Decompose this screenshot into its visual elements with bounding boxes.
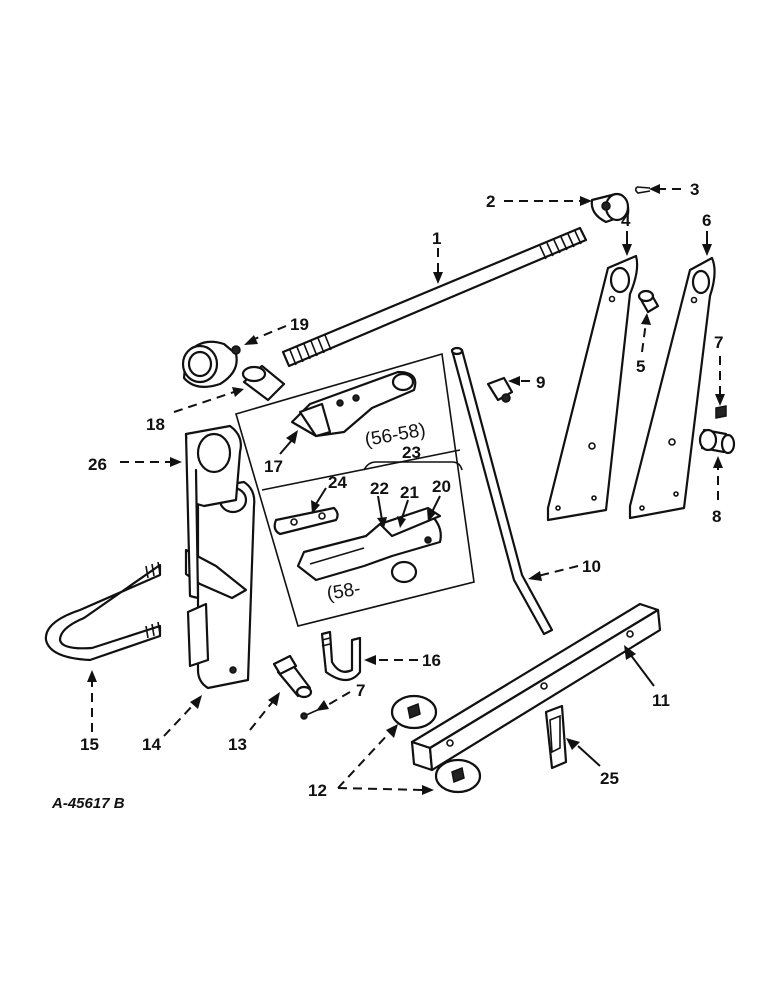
callout-21: 21 [400, 483, 419, 502]
part-19-bushing [181, 340, 241, 389]
callout-4: 4 [621, 211, 631, 230]
callout-24: 24 [328, 473, 347, 492]
part-12-washers [390, 694, 482, 794]
part-20-22-latch [296, 506, 442, 584]
callouts: 1 2 3 4 5 6 7 7 8 9 10 11 12 13 14 15 16… [80, 180, 723, 800]
callout-12: 12 [308, 781, 327, 800]
callout-7-left: 7 [356, 681, 365, 700]
callout-8: 8 [712, 507, 721, 526]
callout-20: 20 [432, 477, 451, 496]
part-2-collar-nut [590, 192, 630, 224]
part-13-bolt [272, 654, 313, 699]
part-16-small-u-bolt [320, 630, 362, 682]
callout-13: 13 [228, 735, 247, 754]
callout-18: 18 [146, 415, 165, 434]
leader-lines [87, 184, 725, 795]
part-7-screw-right [715, 405, 727, 419]
callout-17: 17 [264, 457, 283, 476]
part-4-side-plate [546, 254, 639, 522]
callout-23: 23 [402, 443, 421, 462]
drawing-code: A-45617 B [51, 795, 125, 812]
part-3-pin [634, 186, 651, 194]
part-25-clip [544, 704, 568, 770]
callout-15: 15 [80, 735, 99, 754]
part-6-side-plate [628, 256, 716, 520]
part-5-spacer [637, 289, 660, 314]
callout-1: 1 [432, 229, 441, 248]
callout-9: 9 [536, 373, 545, 392]
callout-26: 26 [88, 455, 107, 474]
part-8-bolt [698, 428, 736, 455]
part-17-arm [290, 370, 417, 438]
callout-6: 6 [702, 211, 711, 230]
callout-16: 16 [422, 651, 441, 670]
callout-14: 14 [142, 735, 161, 754]
callout-10: 10 [582, 557, 601, 576]
callout-19: 19 [290, 315, 309, 334]
part-15-u-bolt [44, 561, 162, 662]
callout-2: 2 [486, 192, 495, 211]
callout-22: 22 [370, 479, 389, 498]
callout-3: 3 [690, 180, 699, 199]
part-14-bracket [184, 480, 256, 690]
part-9-clamp [486, 376, 514, 403]
callout-25: 25 [600, 769, 619, 788]
inset-note-lower: (58- [325, 578, 362, 605]
part-1-threaded-rod [281, 226, 588, 368]
callout-5: 5 [636, 357, 645, 376]
callout-7-right: 7 [714, 333, 723, 352]
inset-panel [235, 352, 475, 627]
part-11-square-bar [410, 602, 662, 772]
callout-11: 11 [652, 691, 670, 710]
part-18-pin [241, 364, 286, 402]
part-24-plate [273, 506, 339, 536]
part-26-mount-plate [184, 424, 242, 600]
part-10-bent-rod [450, 346, 554, 636]
